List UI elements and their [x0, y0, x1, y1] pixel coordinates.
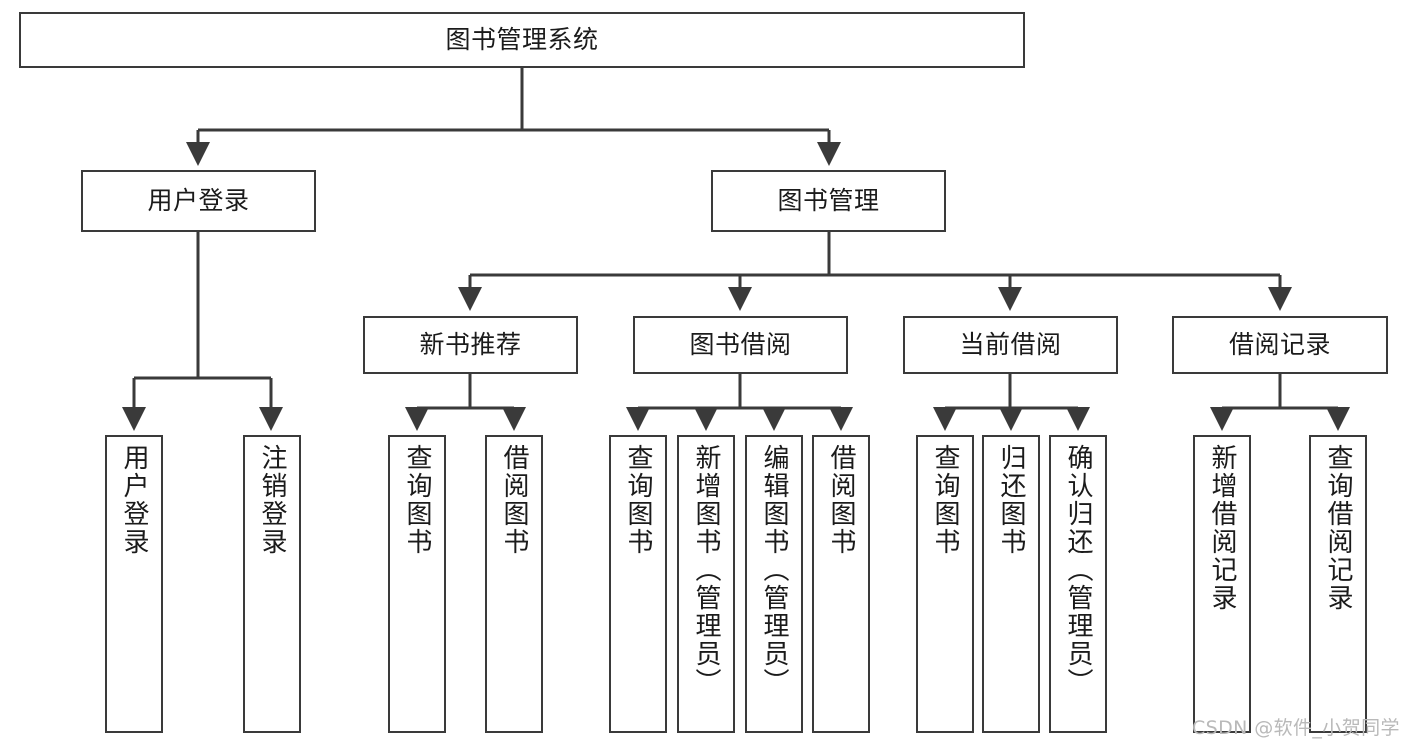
node-user-login-label: 用户登录 — [147, 186, 250, 216]
node-leaf-return-book[interactable]: 归还图书 — [982, 435, 1040, 733]
node-leaf-query-book-2[interactable]: 查询图书 — [609, 435, 667, 733]
node-book-manage[interactable]: 图书管理 — [711, 170, 946, 232]
node-leaf-add-book[interactable]: 新增图书（管理员） — [677, 435, 735, 733]
node-leaf-query-record-label: 查询借阅记录 — [1323, 444, 1353, 612]
node-leaf-borrow-book-1[interactable]: 借阅图书 — [485, 435, 543, 733]
node-current-borrow-label: 当前借阅 — [959, 330, 1062, 360]
node-borrow-record-label: 借阅记录 — [1228, 330, 1331, 360]
node-leaf-user-login-label: 用户登录 — [119, 444, 149, 556]
node-leaf-borrow-book-2-label: 借阅图书 — [826, 444, 856, 556]
node-leaf-query-book-1[interactable]: 查询图书 — [388, 435, 446, 733]
node-leaf-user-login[interactable]: 用户登录 — [105, 435, 163, 733]
node-current-borrow[interactable]: 当前借阅 — [903, 316, 1118, 374]
node-leaf-edit-book[interactable]: 编辑图书（管理员） — [745, 435, 803, 733]
node-leaf-borrow-book-2[interactable]: 借阅图书 — [812, 435, 870, 733]
node-book-borrow-label: 图书借阅 — [689, 330, 792, 360]
node-leaf-query-book-1-label: 查询图书 — [402, 444, 432, 556]
node-leaf-user-logout-label: 注销登录 — [257, 444, 287, 556]
node-root-label: 图书管理系统 — [445, 25, 599, 55]
node-root[interactable]: 图书管理系统 — [19, 12, 1025, 68]
csdn-watermark: CSDN @软件_小贺同学 — [1192, 717, 1400, 739]
node-leaf-borrow-book-1-label: 借阅图书 — [499, 444, 529, 556]
node-new-book-rec-label: 新书推荐 — [419, 330, 522, 360]
node-book-manage-label: 图书管理 — [777, 186, 880, 216]
node-user-login[interactable]: 用户登录 — [81, 170, 316, 232]
node-leaf-query-record[interactable]: 查询借阅记录 — [1309, 435, 1367, 733]
node-leaf-add-book-label: 新增图书（管理员） — [691, 444, 721, 696]
node-leaf-edit-book-label: 编辑图书（管理员） — [759, 444, 789, 696]
node-book-borrow[interactable]: 图书借阅 — [633, 316, 848, 374]
node-leaf-query-book-3[interactable]: 查询图书 — [916, 435, 974, 733]
node-leaf-add-record[interactable]: 新增借阅记录 — [1193, 435, 1251, 733]
node-borrow-record[interactable]: 借阅记录 — [1172, 316, 1388, 374]
node-leaf-add-record-label: 新增借阅记录 — [1207, 444, 1237, 612]
node-leaf-query-book-3-label: 查询图书 — [930, 444, 960, 556]
node-leaf-user-logout[interactable]: 注销登录 — [243, 435, 301, 733]
node-leaf-confirm-return[interactable]: 确认归还（管理员） — [1049, 435, 1107, 733]
node-new-book-rec[interactable]: 新书推荐 — [363, 316, 578, 374]
node-leaf-return-book-label: 归还图书 — [996, 444, 1026, 556]
node-leaf-confirm-return-label: 确认归还（管理员） — [1063, 444, 1093, 696]
node-leaf-query-book-2-label: 查询图书 — [623, 444, 653, 556]
